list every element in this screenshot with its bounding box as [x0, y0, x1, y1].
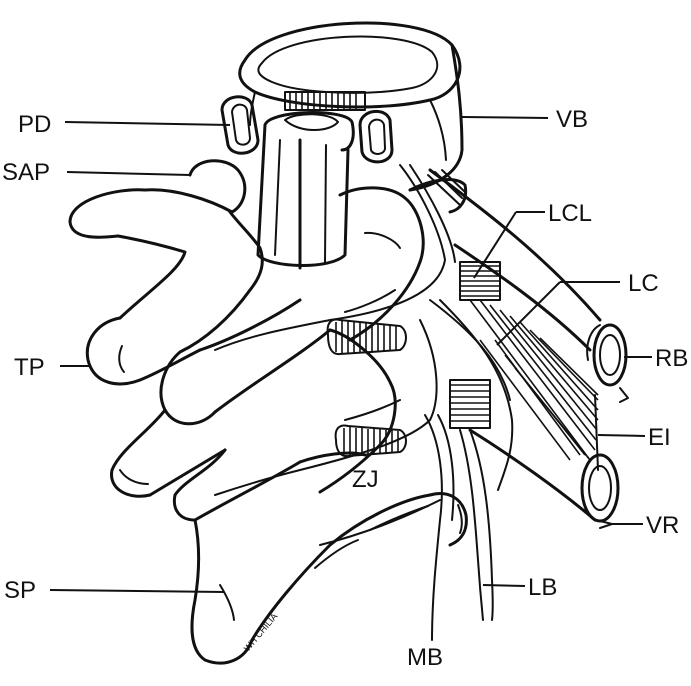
label-rb: RB: [655, 345, 688, 372]
label-vb: VB: [556, 106, 588, 133]
costovertebral-region: [408, 169, 468, 214]
leader-sp: [49, 589, 225, 593]
label-ei: EI: [648, 424, 671, 451]
leader-vb: [461, 116, 549, 119]
leader-pd: [64, 121, 231, 126]
artist-signature-text: WH CHILIA: [242, 611, 280, 653]
label-mb: MB: [407, 644, 443, 671]
label-sap: SAP: [2, 159, 50, 186]
intercostal-fibres: [469, 299, 599, 471]
zygapophyseal-joint-upper: [326, 318, 407, 356]
label-vr: VR: [646, 512, 679, 539]
posterior-arch: [68, 159, 468, 665]
zygapophyseal-joint-lower: [334, 424, 407, 458]
label-zj: ZJ: [352, 466, 379, 493]
label-tp: TP: [14, 354, 45, 381]
label-sp: SP: [4, 577, 36, 604]
leader-lc-diagonal: [496, 281, 561, 346]
labels: PD VB SAP LCL LC TP RB EI ZJ VR SP LB MB: [2, 106, 688, 671]
leader-ei: [597, 434, 646, 437]
rib-lower: [468, 428, 620, 529]
leader-lb: [482, 584, 526, 587]
vertebral-body: [238, 21, 464, 192]
nerve-branches: [214, 164, 514, 641]
label-lb: LB: [528, 574, 557, 601]
spinal-cord: [256, 111, 355, 270]
pedicle-right: [358, 109, 394, 164]
label-pd: PD: [18, 111, 51, 138]
label-lc: LC: [628, 270, 659, 297]
pedicle-left: [220, 95, 260, 155]
lower-ligament-block: [449, 379, 491, 429]
leader-lcl-diagonal: [473, 211, 517, 279]
artist-signature: WH CHILIA: [242, 611, 280, 653]
dural-hatch: [284, 91, 366, 111]
leader-sap: [66, 171, 191, 176]
label-lcl: LCL: [548, 200, 592, 227]
leader-lines: [49, 116, 652, 593]
